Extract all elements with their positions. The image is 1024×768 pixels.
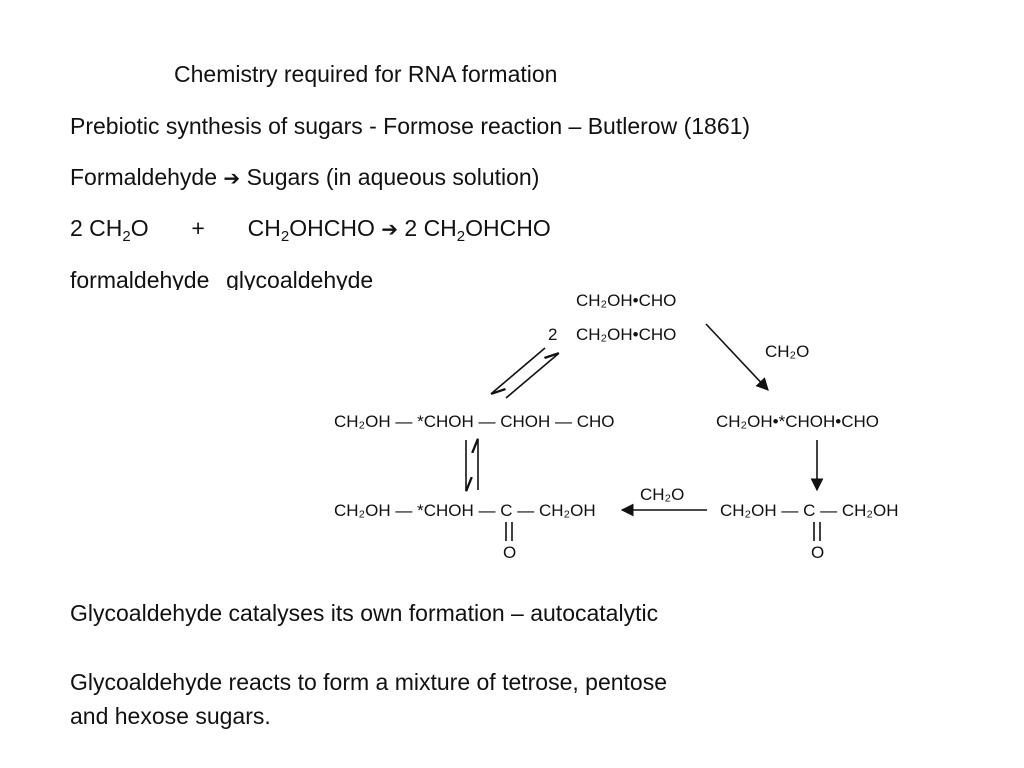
right-arrow-icon: ➔	[381, 219, 398, 241]
formose-heading: Prebiotic synthesis of sugars - Formose …	[70, 113, 751, 139]
hexose-aldehyde-formula: CH₂OH — *CHOH — CHOH — CHO	[334, 412, 615, 431]
right-arrow-icon: ➔	[223, 168, 241, 190]
coefficient-2: 2	[548, 325, 557, 344]
carbonyl-oxygen-right: O	[811, 543, 824, 562]
compound-labels: formaldehyde glycoaldehyde	[70, 266, 373, 290]
carbonyl-oxygen-left: O	[503, 543, 516, 562]
plus-sign: +	[191, 215, 205, 241]
label-formaldehyde: formaldehyde	[70, 267, 210, 290]
arrow-to-tetrose-aldehyde	[705, 323, 769, 391]
mixture-statement-line1: Glycoaldehyde reacts to form a mixture o…	[70, 669, 668, 695]
reaction-equation: 2 CH2O + CH2OHCHO ➔ 2 CH2OHCHO	[70, 214, 551, 244]
formaldehyde-word: Formaldehyde	[70, 164, 218, 190]
product-glycoaldehyde: 2 CH2OHCHO	[404, 215, 551, 245]
label-glycoaldehyde: glycoaldehyde	[226, 267, 374, 290]
hexose-ketone-formula: CH₂OH — *CHOH — C — CH₂OH	[334, 501, 596, 520]
glycoaldehyde-top-1: CH₂OH•CHO	[576, 291, 676, 310]
glycoaldehyde-top-2: CH₂OH•CHO	[576, 325, 676, 344]
sugars-text: Sugars (in aqueous solution)	[246, 164, 540, 190]
equilibrium-arrow-forward	[492, 347, 546, 393]
tetrose-aldehyde-formula: CH₂OH•*CHOH•CHO	[716, 412, 879, 431]
formaldehyde-to-sugars-line: Formaldehyde ➔ Sugars (in aqueous soluti…	[70, 163, 539, 193]
reactant-glycoaldehyde: CH2OHCHO	[247, 215, 375, 245]
autocatalytic-statement: Glycoaldehyde catalyses its own formatio…	[70, 600, 659, 626]
ch2o-reagent-top: CH₂O	[765, 342, 809, 361]
tetrose-ketone-formula: CH₂OH — C — CH₂OH	[720, 501, 898, 520]
equilibrium-arrow-back	[505, 354, 558, 399]
ch2o-reagent-bottom: CH₂O	[640, 485, 684, 504]
mixture-statement-line2: and hexose sugars.	[70, 703, 271, 729]
reactant-formaldehyde: 2 CH2O	[70, 215, 149, 245]
slide-title: Chemistry required for RNA formation	[174, 61, 558, 87]
